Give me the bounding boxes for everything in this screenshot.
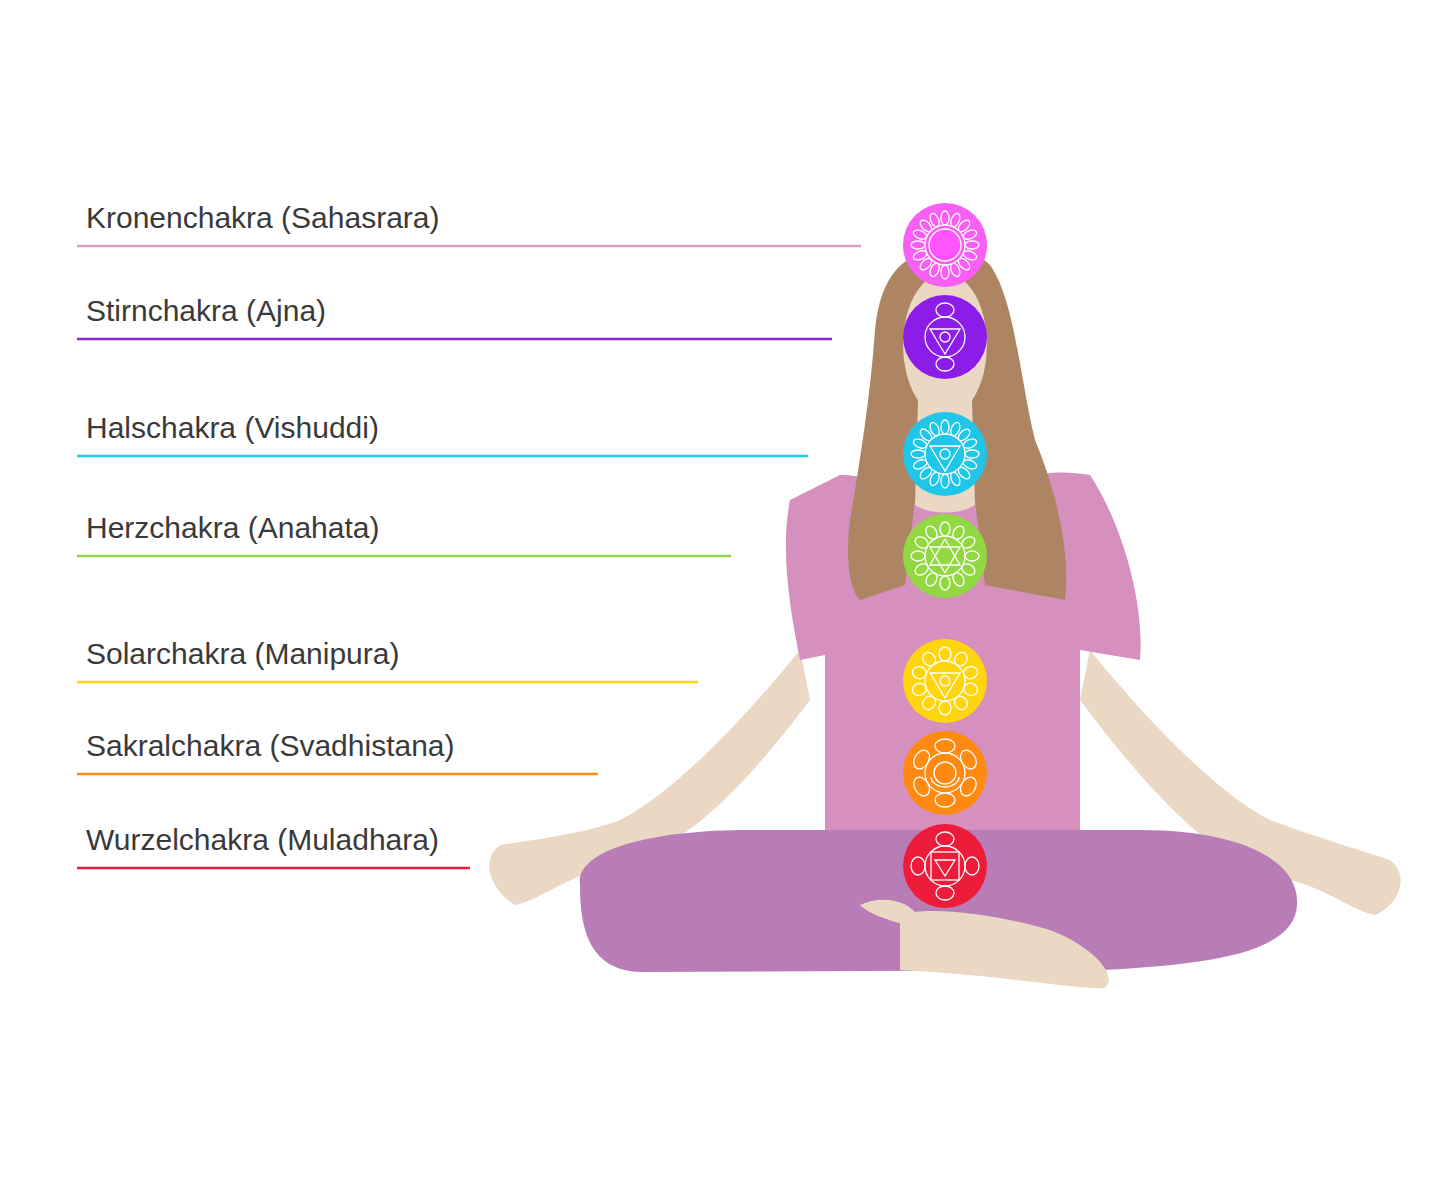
- leader-line: [77, 338, 832, 341]
- chakra-symbol: [903, 514, 987, 598]
- chakra-disc: [903, 295, 987, 379]
- chakra-disc: [903, 412, 987, 496]
- shirt: [786, 473, 1141, 830]
- chakra-label: Solarchakra (Manipura): [86, 636, 399, 672]
- leader-line: [77, 555, 731, 558]
- chakra-label: Sakralchakra (Svadhistana): [86, 728, 455, 764]
- leader-line: [77, 773, 598, 776]
- foot-left: [860, 900, 915, 925]
- leader-line: [77, 455, 808, 458]
- hair: [848, 250, 1066, 600]
- chakra-label: Kronenchakra (Sahasrara): [86, 200, 440, 236]
- chakra-disc: [903, 203, 987, 287]
- chakra-label: Wurzelchakra (Muladhara): [86, 822, 439, 858]
- chakra-circles: [903, 203, 987, 908]
- leader-line: [77, 245, 861, 248]
- lotus-symbol: [911, 211, 979, 279]
- lotus-symbol: [911, 420, 979, 488]
- leader-line: [77, 681, 698, 684]
- leader-lines: [77, 246, 861, 868]
- chakra-disc: [903, 824, 987, 908]
- chakra-disc: [903, 514, 987, 598]
- chakra-symbol: [903, 295, 987, 379]
- leader-line: [77, 867, 470, 870]
- chakra-label: Herzchakra (Anahata): [86, 510, 379, 546]
- figure: [489, 250, 1400, 988]
- chakra-symbol: [903, 412, 987, 496]
- lotus-symbol: [911, 522, 979, 590]
- chakra-disc: [903, 731, 987, 815]
- chakra-label: Halschakra (Vishuddi): [86, 410, 379, 446]
- chakra-symbol: [903, 731, 987, 815]
- lotus-symbol: [911, 832, 979, 900]
- lotus-symbol: [911, 647, 979, 715]
- chakra-label: Stirnchakra (Ajna): [86, 293, 326, 329]
- chakra-symbol: [903, 639, 987, 723]
- chakra-symbol: [903, 824, 987, 908]
- chakra-symbol: [903, 203, 987, 287]
- lotus-symbol: [911, 739, 980, 807]
- foot: [900, 911, 1109, 988]
- face: [903, 273, 987, 417]
- lotus-symbol: [925, 303, 965, 371]
- chakra-disc: [903, 639, 987, 723]
